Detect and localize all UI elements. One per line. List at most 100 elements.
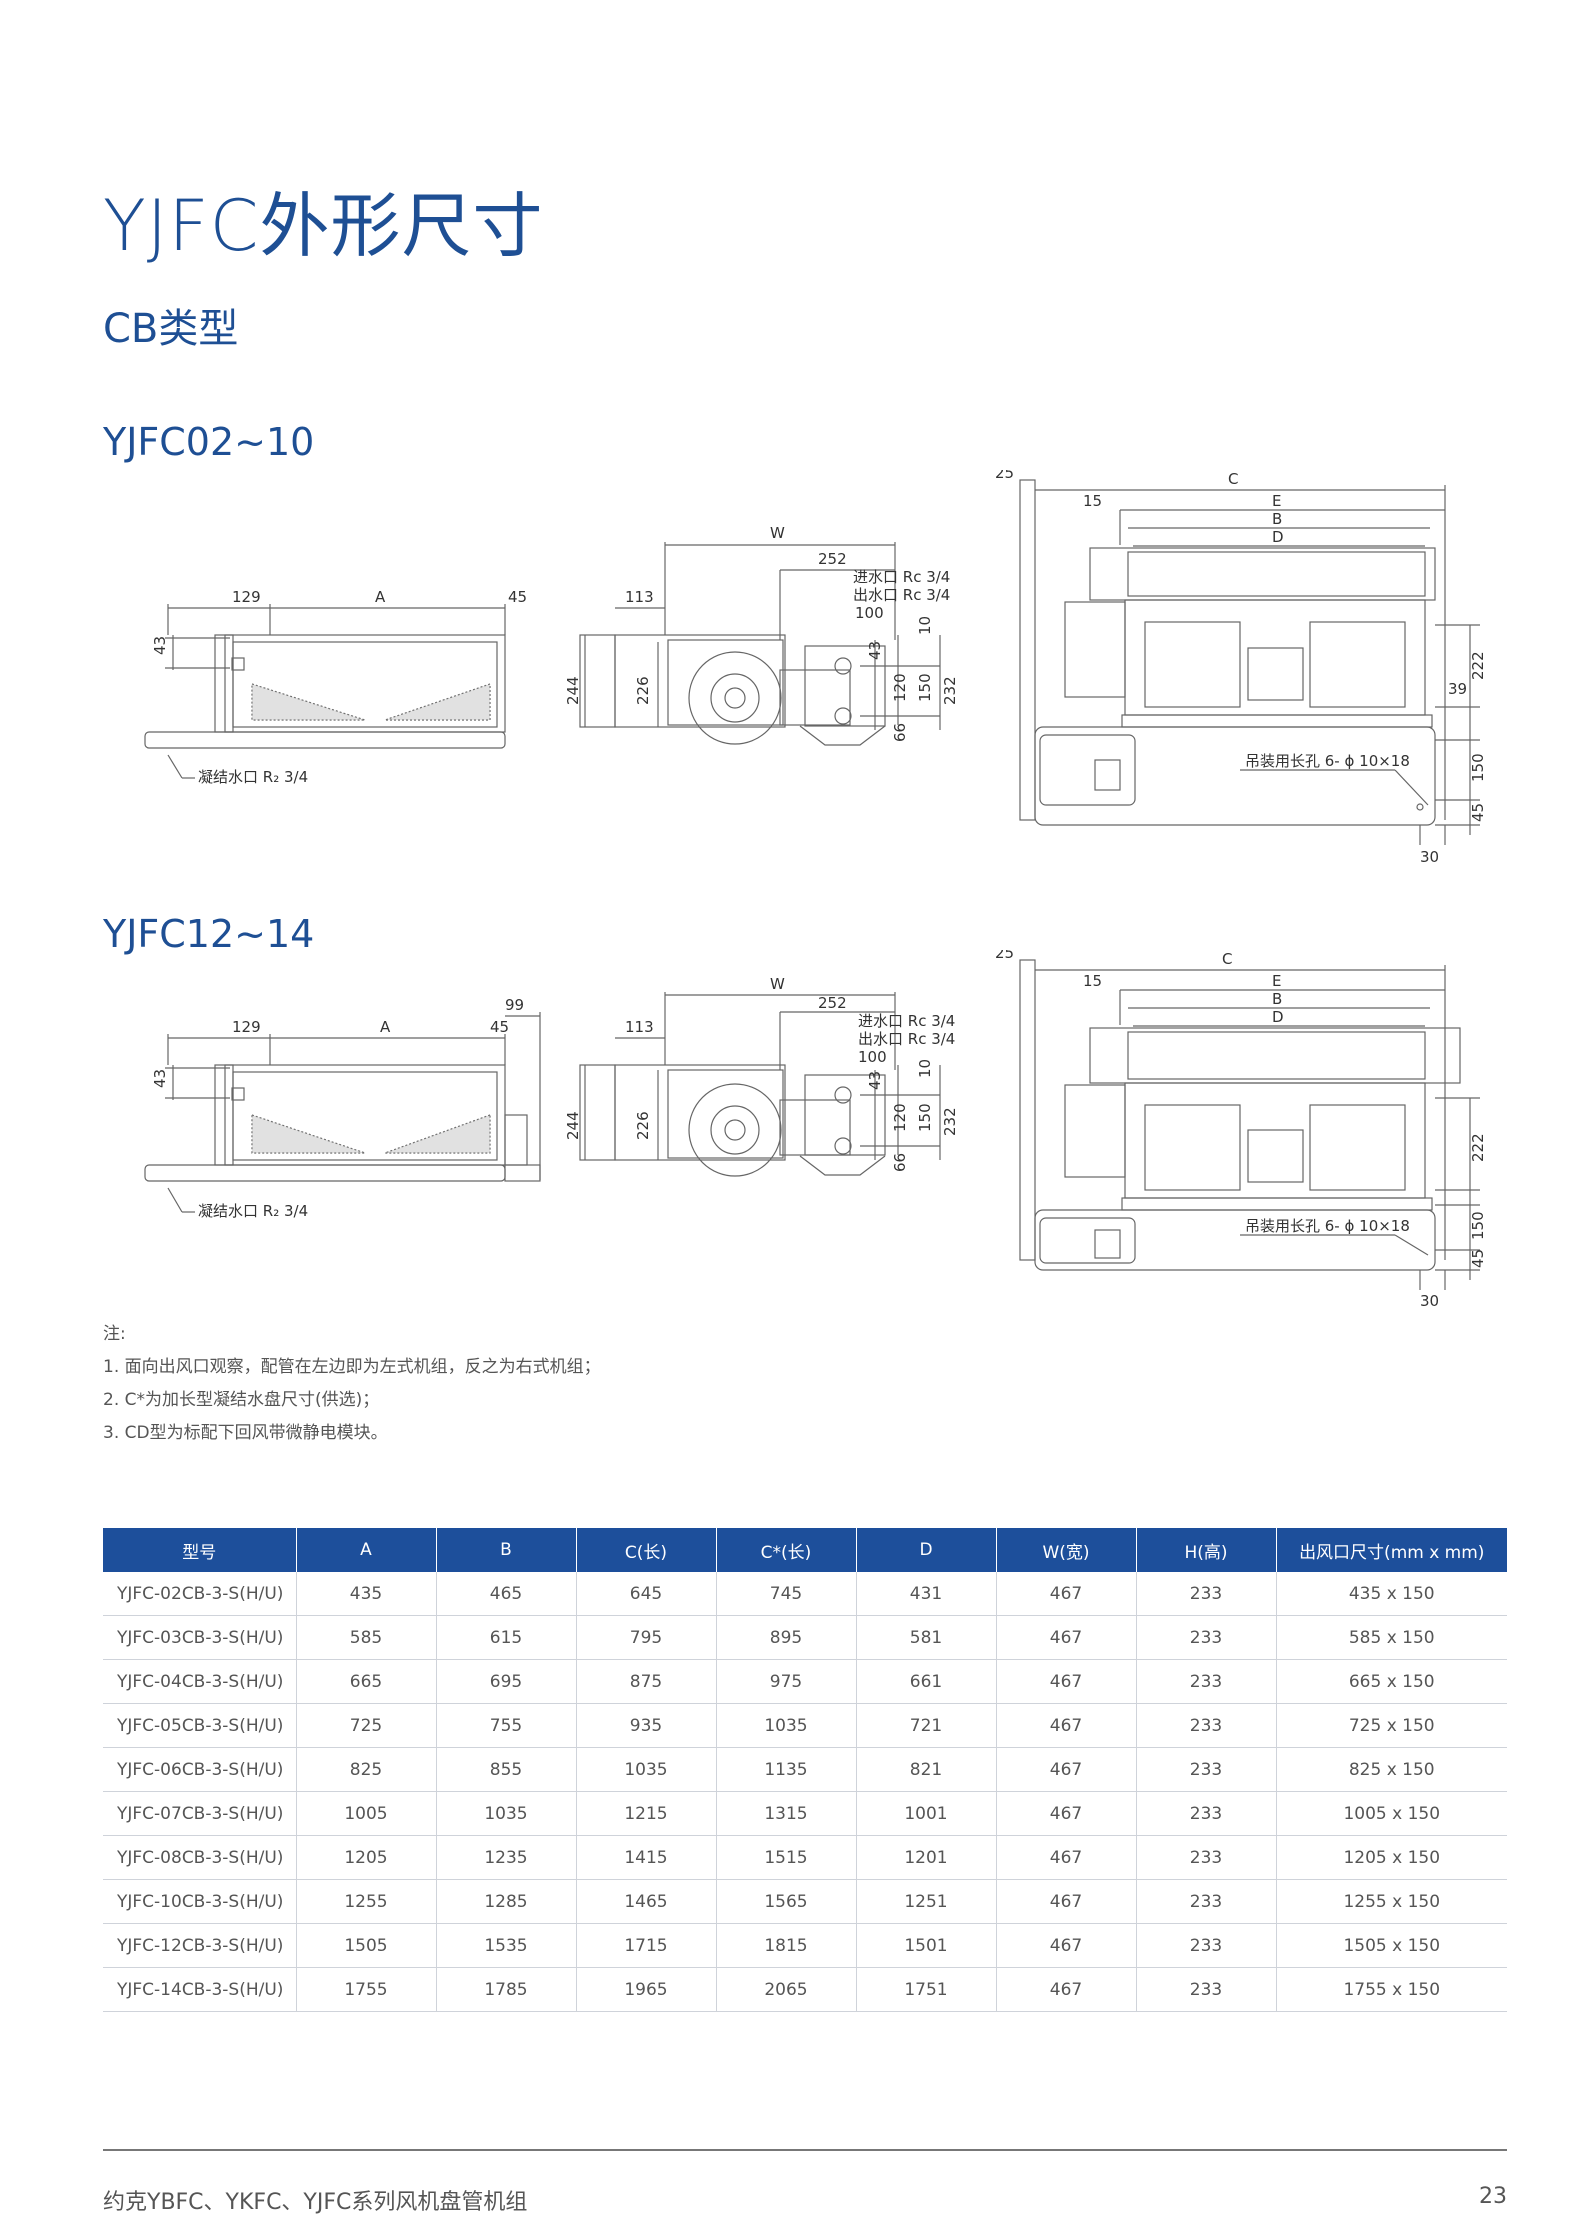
cell: YJFC-03CB-3-S(H/U) (103, 1615, 297, 1660)
end-view-2 (579, 992, 941, 1177)
cell: 855 (436, 1747, 577, 1792)
cell: 1501 (856, 1923, 997, 1968)
cell: 435 (296, 1572, 437, 1616)
cell: 1465 (576, 1879, 717, 1924)
cell: 233 (1136, 1659, 1277, 1704)
table-header-row: 型号 A B C(长) C*(长) D W(宽) H(高) 出风口尺寸(mm x… (103, 1528, 1507, 1572)
dim-45: 45 (490, 1018, 509, 1036)
cell: YJFC-08CB-3-S(H/U) (103, 1835, 297, 1880)
cell: 1285 (436, 1879, 577, 1924)
cell: 935 (576, 1703, 717, 1748)
hang-hole-label: 吊装用长孔 6- ϕ 10×18 (1245, 1217, 1410, 1235)
dim-129: 129 (232, 1018, 261, 1036)
cell: 465 (436, 1572, 577, 1616)
cell: YJFC-02CB-3-S(H/U) (103, 1572, 297, 1616)
dim-45: 45 (508, 588, 527, 606)
drain-label: 凝结水口 R₂ 3/4 (198, 1202, 308, 1220)
dim-43b: 43 (866, 1071, 884, 1090)
dim-A: A (380, 1018, 391, 1036)
dim-113: 113 (625, 1018, 654, 1036)
page-subtitle: CB类型 (103, 306, 239, 352)
dim-C: C (1222, 950, 1232, 968)
cell: YJFC-07CB-3-S(H/U) (103, 1791, 297, 1836)
header-c: C(长) (576, 1528, 717, 1572)
cell: 233 (1136, 1879, 1277, 1924)
cell: 875 (576, 1659, 717, 1704)
dim-100: 100 (858, 1048, 887, 1066)
end-view-1 (579, 542, 941, 746)
inlet-label: 进水口 Rc 3/4 (853, 568, 950, 586)
dim-120: 120 (891, 673, 909, 702)
side-view-2 (144, 1012, 541, 1213)
cell: 467 (996, 1791, 1137, 1836)
cell: 467 (996, 1659, 1137, 1704)
cell: 233 (1136, 1703, 1277, 1748)
dim-232: 232 (941, 676, 959, 705)
model-heading-2: YJFC12~14 (103, 912, 315, 956)
dim-252: 252 (818, 994, 847, 1012)
cell: 585 x 150 (1276, 1615, 1507, 1660)
cell: YJFC-14CB-3-S(H/U) (103, 1967, 297, 2012)
cell: 1035 (576, 1747, 717, 1792)
cell: 1235 (436, 1835, 577, 1880)
cell: 1005 x 150 (1276, 1791, 1507, 1836)
cell: 665 (296, 1659, 437, 1704)
dim-150: 150 (916, 1103, 934, 1132)
cell: YJFC-04CB-3-S(H/U) (103, 1659, 297, 1704)
cell: 745 (716, 1572, 857, 1616)
cell: 661 (856, 1659, 997, 1704)
dimension-drawing-2: 129 A 99 45 43 凝结水口 R₂ 3/4 W 252 进水口 Rc … (144, 950, 1487, 1310)
dim-252: 252 (818, 550, 847, 568)
dim-W: W (770, 975, 785, 993)
dim-25: 25 (995, 950, 1014, 962)
dim-99: 99 (505, 996, 524, 1014)
cell: 467 (996, 1879, 1137, 1924)
cell: 233 (1136, 1572, 1277, 1616)
cell: 1255 x 150 (1276, 1879, 1507, 1924)
cell: 645 (576, 1572, 717, 1616)
dim-45b: 45 (1469, 803, 1487, 822)
model-heading-1: YJFC02~10 (103, 420, 315, 464)
cell: 821 (856, 1747, 997, 1792)
dim-226: 226 (634, 676, 652, 705)
dim-66: 66 (891, 1153, 909, 1172)
cell: 1415 (576, 1835, 717, 1880)
dim-100: 100 (855, 604, 884, 622)
dim-113: 113 (625, 588, 654, 606)
dim-45b: 45 (1469, 1249, 1487, 1268)
cell: 1255 (296, 1879, 437, 1924)
header-h: H(高) (1136, 1528, 1277, 1572)
dim-150b: 150 (1469, 753, 1487, 782)
note-3: 3. CD型为标配下回风带微静电模块。 (103, 1423, 388, 1443)
page-title: YJFC外形尺寸 (103, 185, 544, 267)
dim-222: 222 (1469, 1133, 1487, 1162)
note-2: 2. C*为加长型凝结水盘尺寸(供选)； (103, 1390, 380, 1410)
cell: 1535 (436, 1923, 577, 1968)
dim-222: 222 (1469, 651, 1487, 680)
cell: 721 (856, 1703, 997, 1748)
cell: 1755 (296, 1967, 437, 2012)
cell: 1565 (716, 1879, 857, 1924)
notes-label: 注: (103, 1324, 126, 1344)
cell: 1755 x 150 (1276, 1967, 1507, 2012)
cell: 1215 (576, 1791, 717, 1836)
cell: 665 x 150 (1276, 1659, 1507, 1704)
dim-D: D (1272, 528, 1284, 546)
cell: 233 (1136, 1967, 1277, 2012)
cell: 467 (996, 1923, 1137, 1968)
dim-66: 66 (891, 723, 909, 742)
cell: 895 (716, 1615, 857, 1660)
footer-divider (103, 2149, 1507, 2151)
cell: 1751 (856, 1967, 997, 2012)
dim-B: B (1272, 990, 1282, 1008)
dim-244: 244 (564, 1111, 582, 1140)
cell: 825 x 150 (1276, 1747, 1507, 1792)
cell: 233 (1136, 1615, 1277, 1660)
